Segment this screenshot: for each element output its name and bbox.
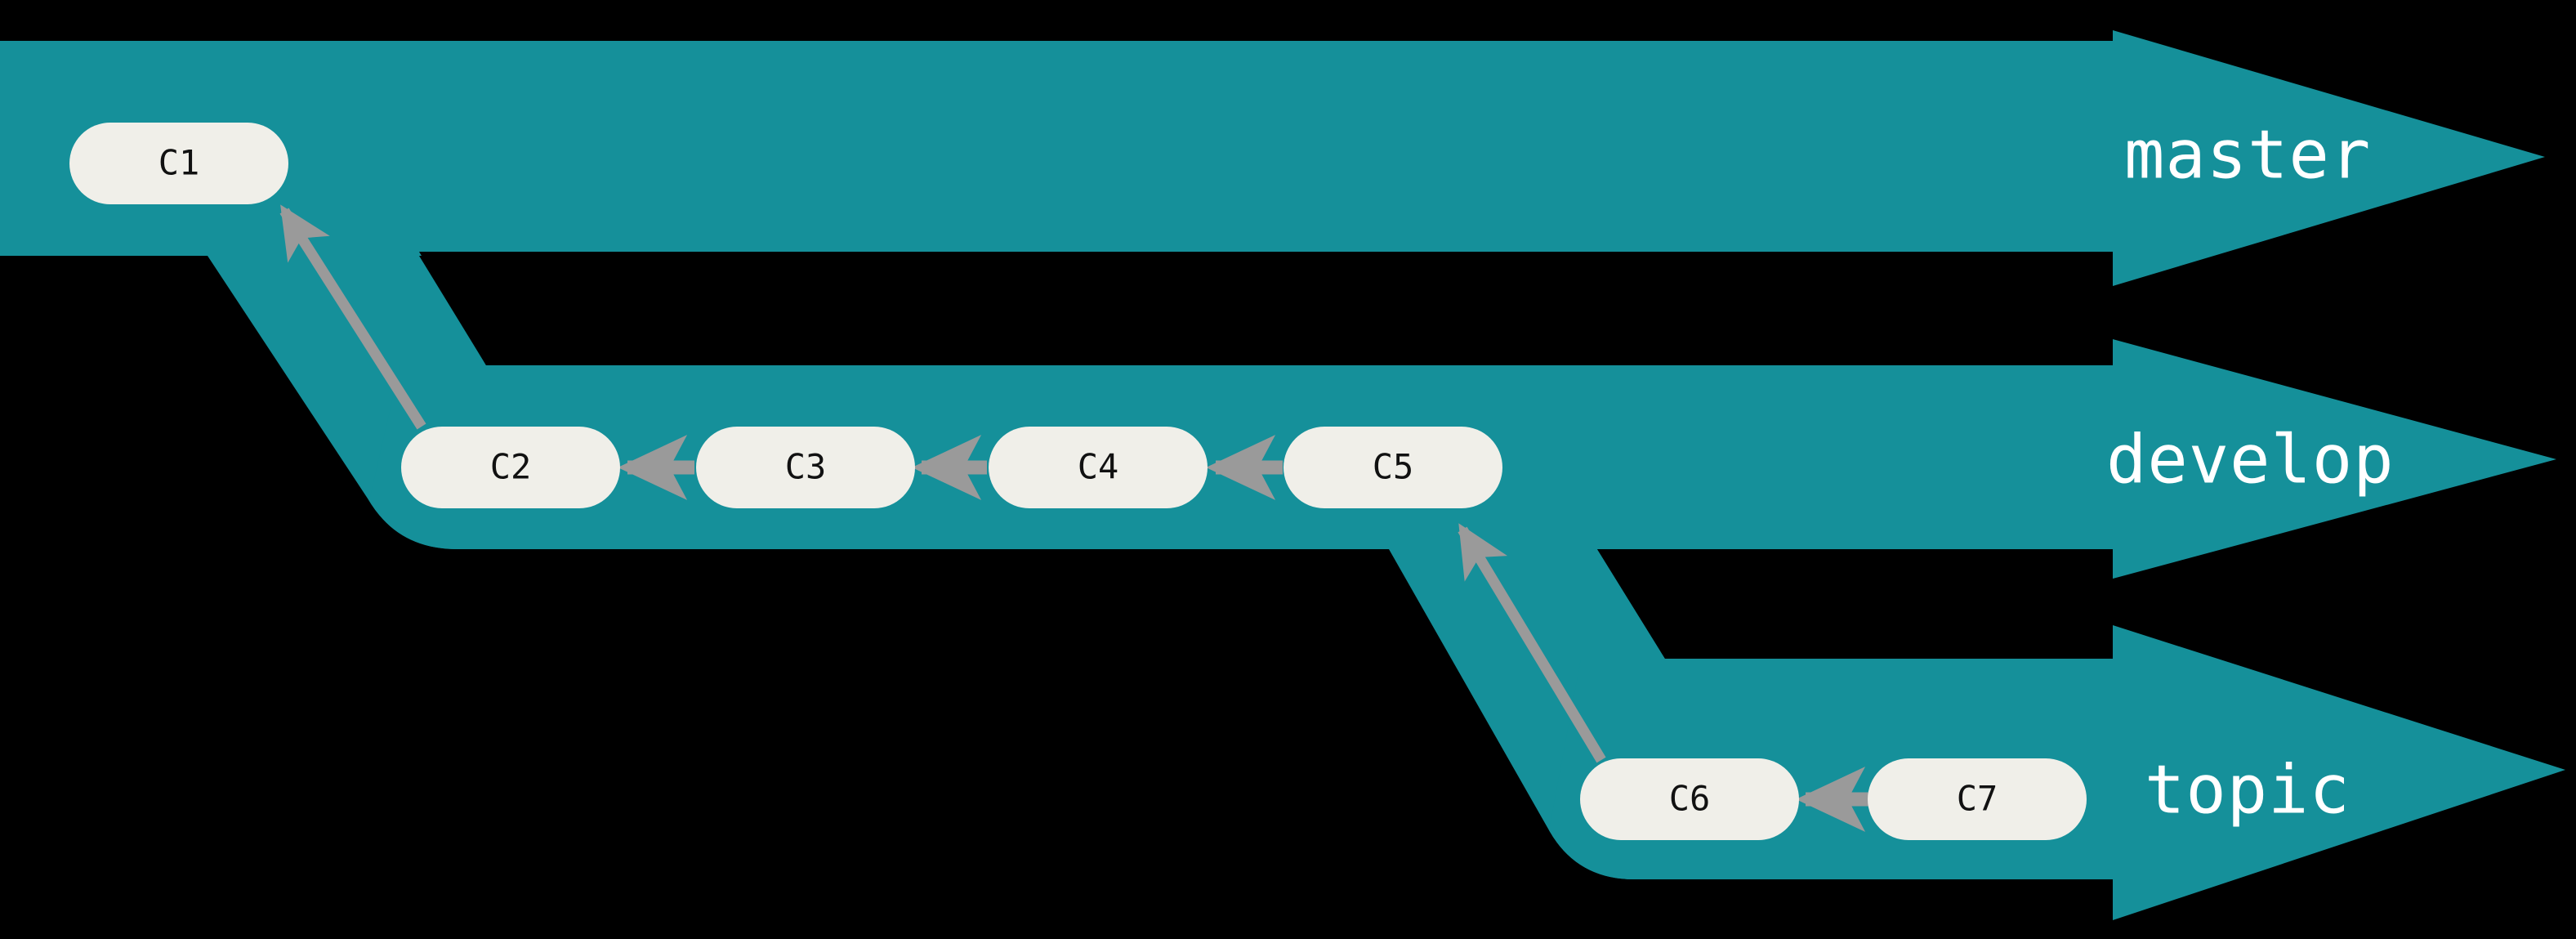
commit-node-c6[interactable]: C6 (1580, 758, 1799, 840)
lane-notch-group (419, 252, 2113, 659)
arrowhead-master (2113, 30, 2545, 286)
notch-master-develop (419, 252, 2113, 365)
branch-label-develop: develop (2106, 421, 2395, 499)
commit-label-c3: C3 (785, 447, 827, 487)
edge-c2-to-c1 (279, 204, 426, 430)
notch-develop-topic (1597, 549, 2113, 659)
commit-label-c7: C7 (1957, 779, 1998, 819)
commit-node-c7[interactable]: C7 (1868, 758, 2087, 840)
branch-label-group: master develop topic (2106, 116, 2395, 829)
commit-label-c5: C5 (1373, 447, 1414, 487)
edge-c6-to-c5 (1458, 523, 1606, 763)
lane-develop-body (369, 365, 2083, 549)
commit-node-c3[interactable]: C3 (696, 427, 915, 508)
commit-label-c4: C4 (1078, 447, 1119, 487)
commit-label-c6: C6 (1669, 779, 1711, 819)
commit-node-group: C1 C2 C3 C4 C5 C6 (69, 123, 2087, 840)
commit-node-c5[interactable]: C5 (1284, 427, 1502, 508)
commit-node-c4[interactable]: C4 (989, 427, 1208, 508)
commit-node-c1[interactable]: C1 (69, 123, 288, 204)
branch-label-topic: topic (2145, 751, 2351, 829)
commit-node-c2[interactable]: C2 (401, 427, 620, 508)
arrowhead-topic (2113, 625, 2565, 920)
arrowhead-develop (2083, 331, 2556, 587)
commit-edge-group (279, 204, 1869, 832)
lane-master-body (0, 41, 2113, 256)
commit-label-c1: C1 (158, 143, 200, 183)
commit-label-c2: C2 (490, 447, 532, 487)
branch-label-master: master (2124, 116, 2371, 194)
